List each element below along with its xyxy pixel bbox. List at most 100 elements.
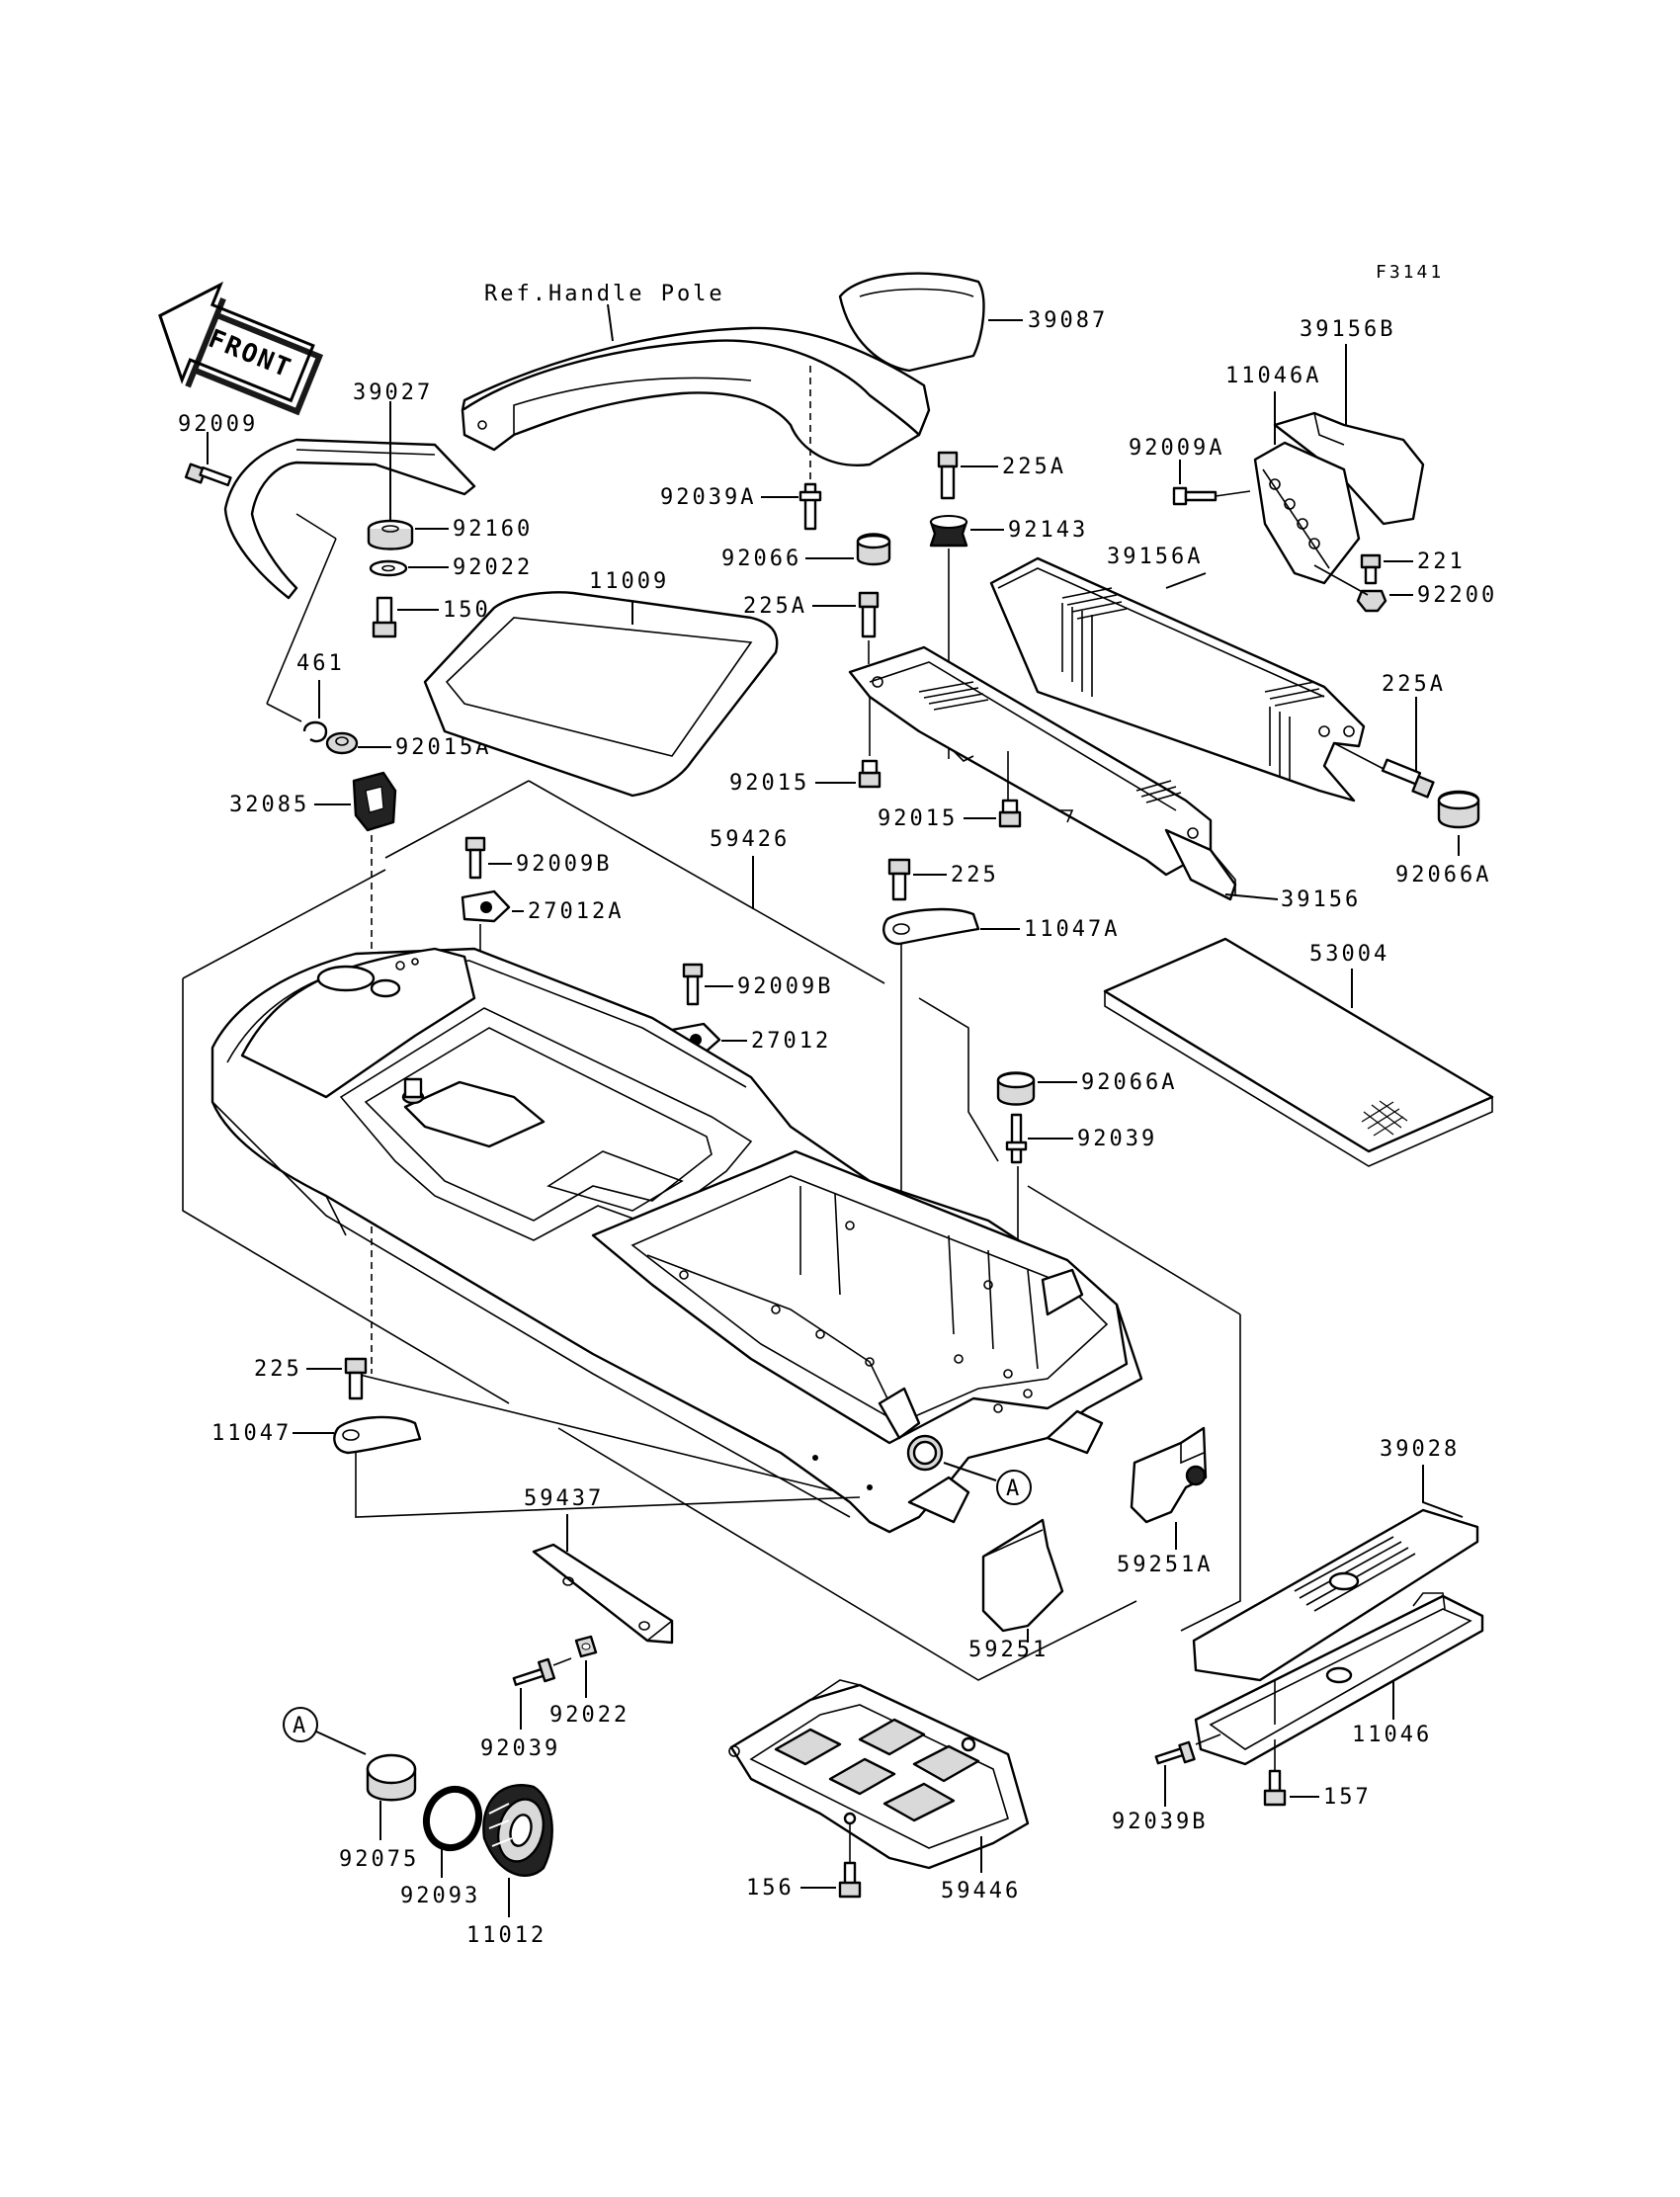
part-92039A-drawing bbox=[798, 482, 822, 531]
part-92009B-2-drawing bbox=[682, 963, 704, 1006]
part-11047-drawing bbox=[333, 1415, 422, 1455]
part-39156-drawing bbox=[1164, 828, 1237, 901]
front-arrow-icon: FRONT bbox=[158, 281, 324, 416]
label-92143: 92143 bbox=[1008, 518, 1088, 543]
part-461-drawing bbox=[302, 720, 328, 743]
part-92160-drawing bbox=[367, 519, 414, 550]
label-92009B-2: 92009B bbox=[737, 974, 833, 999]
part-92022-1-drawing bbox=[369, 559, 408, 577]
label-39156: 39156 bbox=[1281, 887, 1361, 912]
part-11047A-drawing bbox=[882, 907, 980, 946]
label-461: 461 bbox=[296, 651, 345, 676]
ref-handle-pole-label: Ref.Handle Pole bbox=[484, 282, 725, 306]
label-92200: 92200 bbox=[1417, 583, 1497, 608]
label-225-1: 225 bbox=[951, 863, 999, 887]
part-59437-drawing bbox=[532, 1543, 674, 1645]
part-221-drawing bbox=[1360, 553, 1382, 585]
part-225A-2-drawing bbox=[858, 591, 880, 638]
label-32085: 32085 bbox=[229, 793, 309, 817]
part-92009B-1-drawing bbox=[464, 836, 486, 880]
label-11047: 11047 bbox=[211, 1421, 292, 1446]
part-92066-drawing bbox=[856, 533, 891, 566]
label-39087: 39087 bbox=[1028, 308, 1108, 333]
label-92039A: 92039A bbox=[660, 485, 756, 510]
callout-A-lower: A bbox=[283, 1707, 367, 1755]
label-59446: 59446 bbox=[941, 1879, 1021, 1903]
part-39156B-drawing bbox=[1273, 411, 1425, 526]
svg-text:A: A bbox=[1006, 1477, 1019, 1501]
part-11009-drawing bbox=[423, 591, 779, 798]
part-156-drawing bbox=[838, 1861, 862, 1899]
part-157-drawing bbox=[1263, 1769, 1287, 1807]
label-11047A: 11047A bbox=[1024, 917, 1120, 942]
part-59251A-drawing bbox=[1130, 1426, 1208, 1524]
part-92066A-2-drawing bbox=[996, 1071, 1036, 1106]
handle-pole-drawing bbox=[461, 303, 931, 466]
label-39156A: 39156A bbox=[1107, 545, 1203, 569]
label-39156B: 39156B bbox=[1300, 317, 1395, 342]
label-27012: 27012 bbox=[751, 1029, 831, 1054]
part-11046A-drawing bbox=[1253, 441, 1361, 585]
part-92015-2-drawing bbox=[998, 799, 1022, 828]
label-59251A: 59251A bbox=[1117, 1553, 1213, 1577]
part-27012A-drawing bbox=[461, 889, 511, 923]
label-157: 157 bbox=[1323, 1785, 1372, 1810]
label-92039B: 92039B bbox=[1112, 1810, 1208, 1834]
label-225-2: 225 bbox=[254, 1357, 302, 1382]
label-92009: 92009 bbox=[178, 412, 258, 437]
label-92160: 92160 bbox=[453, 517, 533, 542]
part-92143-drawing bbox=[929, 515, 968, 548]
label-225A-1: 225A bbox=[1002, 455, 1066, 479]
label-221: 221 bbox=[1417, 549, 1466, 574]
part-150-drawing bbox=[372, 596, 397, 638]
label-11046: 11046 bbox=[1352, 1723, 1432, 1747]
label-92039-1: 92039 bbox=[1077, 1127, 1157, 1151]
part-92015-1-drawing bbox=[858, 759, 882, 789]
part-225A-1-drawing bbox=[937, 451, 959, 500]
label-92009A: 92009A bbox=[1129, 436, 1224, 461]
label-92066: 92066 bbox=[721, 547, 801, 571]
svg-text:A: A bbox=[293, 1714, 305, 1738]
label-156: 156 bbox=[746, 1876, 795, 1901]
hull-59426-drawing bbox=[210, 947, 1143, 1534]
label-11012: 11012 bbox=[466, 1923, 546, 1948]
label-92015-1: 92015 bbox=[729, 771, 809, 796]
label-27012A: 27012A bbox=[528, 899, 624, 924]
label-92066A-1: 92066A bbox=[1395, 863, 1491, 887]
label-53004: 53004 bbox=[1309, 942, 1389, 967]
part-53004-drawing bbox=[1103, 937, 1494, 1167]
part-92200-drawing bbox=[1356, 589, 1387, 613]
part-225A-3-drawing bbox=[1381, 758, 1435, 799]
hull-outline-lines bbox=[182, 780, 1241, 1681]
part-92039B-drawing bbox=[1154, 1740, 1196, 1765]
label-11046A: 11046A bbox=[1225, 364, 1321, 388]
label-92009B-1: 92009B bbox=[516, 852, 612, 877]
figure-code: F3141 bbox=[1376, 262, 1444, 283]
part-92066A-1-drawing bbox=[1437, 790, 1480, 829]
label-92075: 92075 bbox=[339, 1847, 419, 1872]
part-39028-drawing bbox=[1192, 1508, 1479, 1682]
part-11012-drawing bbox=[482, 1784, 553, 1877]
label-59437: 59437 bbox=[524, 1486, 604, 1511]
part-225-1-drawing bbox=[887, 858, 911, 901]
part-92009A-drawing bbox=[1172, 486, 1218, 506]
label-225A-3: 225A bbox=[1382, 672, 1446, 697]
label-59426: 59426 bbox=[710, 827, 790, 852]
part-59251-drawing bbox=[981, 1518, 1064, 1633]
label-59251: 59251 bbox=[968, 1638, 1049, 1662]
callout-A-hull: A bbox=[943, 1462, 1032, 1505]
label-39028: 39028 bbox=[1380, 1437, 1460, 1462]
part-39087-drawing bbox=[838, 272, 985, 373]
label-92066A-2: 92066A bbox=[1081, 1070, 1177, 1095]
label-92093: 92093 bbox=[400, 1884, 480, 1908]
part-32085-drawing bbox=[352, 771, 397, 832]
label-92022-2: 92022 bbox=[549, 1703, 630, 1728]
label-150: 150 bbox=[443, 598, 491, 623]
part-11046-drawing bbox=[1194, 1592, 1484, 1766]
part-92075-drawing bbox=[366, 1753, 417, 1802]
part-92039-1-drawing bbox=[1005, 1113, 1028, 1164]
part-225-2-drawing bbox=[344, 1357, 368, 1400]
part-92015A-drawing bbox=[325, 731, 359, 755]
part-92022-2-drawing bbox=[574, 1635, 598, 1658]
part-92009-drawing bbox=[184, 463, 232, 487]
